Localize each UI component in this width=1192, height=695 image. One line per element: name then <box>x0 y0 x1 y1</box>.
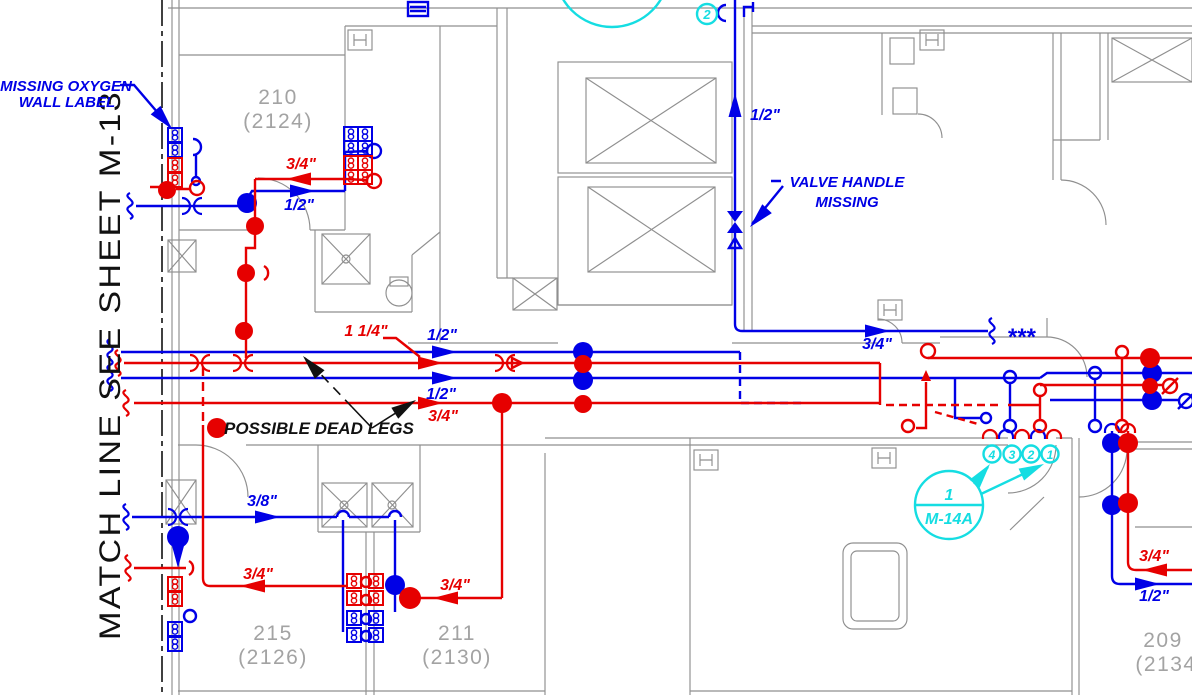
room-209-number: 209 <box>1143 629 1183 652</box>
valve-handle-note-line2: MISSING <box>815 194 879 211</box>
room-210-number: 210 <box>258 86 298 109</box>
pipe-size-room215-blue: 3/8" <box>247 493 277 510</box>
missing-oxygen-note-line1: MISSING OXYGEN <box>0 78 133 95</box>
riser-tag-4: 4 <box>988 448 996 462</box>
detail-bubble-cropped <box>562 0 662 29</box>
room-209-code: (2134 <box>1135 653 1192 676</box>
pipe-size-corridor-red-lower: 3/4" <box>428 408 458 425</box>
riser-tag-3: 3 <box>1009 448 1016 462</box>
room-211-code: (2130) <box>422 646 492 669</box>
annotation-leaders <box>120 83 784 429</box>
red-gas-piping <box>114 155 1192 609</box>
room-211-number: 211 <box>438 622 476 645</box>
detail-callout-sheet: M-14A <box>925 511 973 528</box>
room-215-code: (2126) <box>238 646 308 669</box>
room-215-number: 215 <box>253 622 293 645</box>
pipe-size-room209-blue: 1/2" <box>1139 588 1169 605</box>
pipe-size-room215-red: 3/4" <box>243 566 273 583</box>
valve-handle-note-line1: VALVE HANDLE <box>790 174 906 191</box>
pipe-size-corridor-blue-upper: 1/2" <box>427 327 457 344</box>
pipe-continuation-marks: *** <box>1007 324 1037 351</box>
detail-callout-number: 1 <box>945 487 954 504</box>
cyan-callouts <box>562 0 1060 541</box>
room-210-code: (2124) <box>243 110 313 133</box>
pipe-size-corridor-blue-right: 3/4" <box>862 336 892 353</box>
pipe-size-room210-red: 3/4" <box>286 156 316 173</box>
floor-plan-walls <box>165 0 1192 695</box>
text-labels: MATCH LINE SEE SHEET M-13 MISSING OXYGEN… <box>0 7 1192 676</box>
pipe-size-corridor-blue-lower: 1/2" <box>426 386 456 403</box>
riser-tag-1: 1 <box>1047 448 1054 462</box>
missing-oxygen-note-line2: WALL LABEL <box>19 94 115 111</box>
possible-dead-legs-note: POSSIBLE DEAD LEGS <box>224 419 415 438</box>
pipe-size-room210-blue: 1/2" <box>284 197 314 214</box>
pipe-size-room211-red: 3/4" <box>440 577 470 594</box>
pipe-size-corridor-red-main: 1 1/4" <box>344 323 388 340</box>
riser-tag-2: 2 <box>1027 448 1035 462</box>
riser-tag-top-circle <box>695 2 719 26</box>
match-line-label: MATCH LINE SEE SHEET M-13 <box>94 90 127 640</box>
riser-tag-top: 2 <box>702 7 711 22</box>
pipe-size-riser-blue: 1/2" <box>750 107 780 124</box>
blue-gas-piping <box>106 0 1192 652</box>
pipe-size-room209-red: 3/4" <box>1139 548 1169 565</box>
